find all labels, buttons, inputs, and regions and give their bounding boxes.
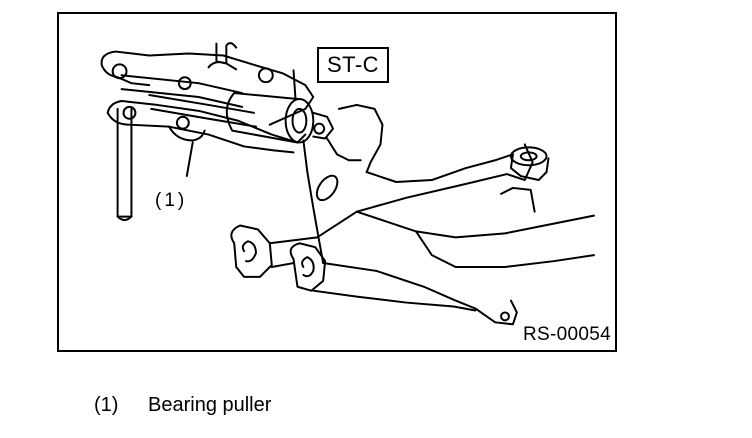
figure-frame: ST-C (1) RS-00054 xyxy=(57,12,617,352)
callout-leader-line xyxy=(292,69,297,100)
legend-item: (1) Bearing puller xyxy=(94,394,271,417)
legend-item-number: (1) xyxy=(94,394,119,416)
figure-code: RS-00054 xyxy=(523,324,611,345)
housing xyxy=(230,103,595,326)
part-ref-leader-line xyxy=(185,141,194,178)
legend: (1) Bearing puller xyxy=(94,394,271,417)
puller-body xyxy=(100,42,335,154)
puller-handle xyxy=(116,107,133,222)
tool-callout-label: ST-C xyxy=(317,47,389,83)
housing-and-bearing-puller-illustration xyxy=(100,42,595,326)
legend-item-text: Bearing puller xyxy=(148,394,272,416)
part-ref-label: (1) xyxy=(153,190,190,212)
